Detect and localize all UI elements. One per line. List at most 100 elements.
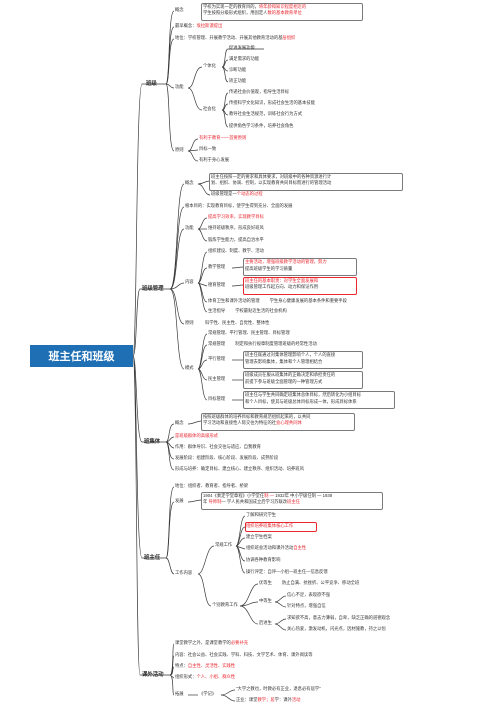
node-s3a1: 按照班级群体的培养目标和教育规范组织起来的，以共同 [203,414,311,419]
node-s2: 班级管理 [142,286,164,292]
node-s2c1: 提高学习效率，实现教学目标 [208,214,264,219]
node-s1: 班级 [146,81,157,87]
node-s1e2: 目标一致 [199,146,217,151]
node-s2f4a: 班主任与学生共同确定班集体总体目标，然后转化为小组目标 [245,392,362,397]
node-s1d1a: 促进发展功能 [229,45,255,50]
core-work-box [245,522,317,532]
root-node: 班主任和班级 [30,345,133,367]
node-s2d: 内容 [185,279,194,284]
node-s4c2c2: 关心热爱，激发动机，闪光点，因材施教，持之以恒 [287,626,386,631]
node-s4c1d: 组织班会活动和课外活动自主性 [246,545,307,550]
node-s4c: 工作内容 [175,570,193,575]
node-s1d: 功能 [175,84,184,89]
node-s2d5: 生活指导学校最贴近生活的社会机构 [208,308,287,313]
node-s1d2: 社会化 [203,106,216,111]
node-s5b: 内容：社会公益、社会实践、学科、科技、文学艺术、体育、课外阅读等 [175,652,313,657]
node-s2b: 根本目的：实现教育目标，使学生得到充分、全面的发展 [185,203,293,208]
node-s2f1: 常规管理制定和执行规章制度管理班级的经常性活动 [208,341,317,346]
node-s1d2a: 传递社会价值观，指导生活目标 [229,89,290,94]
node-s1c: 地位：学校管理、开展教学活动、开展其他教育活动的基层组织 [175,35,296,40]
democratic-management-box [243,371,363,389]
node-s2f4b: 和个人目标，使其与班级总体目标形成一体，形成目标体系 [245,399,357,404]
node-s1e: 原则 [175,147,184,152]
node-s4b: 发展 [175,498,184,503]
moral-management-box [243,277,357,295]
node-s2e1: 科学性、民主性、自觉性、整体性 [205,320,270,325]
node-s2a3: 班级管理是一个动态的过程 [211,191,263,196]
node-s4c1b: 组织培养班集体核心工作 [246,523,294,528]
history-box [201,492,383,510]
parallel-management-box [243,351,363,369]
node-s1a1: 学校为实现一定的教育目的，将年龄和知识程度相近的 [203,4,307,9]
node-s5c: 特点：自主性、灵活性、实践性 [175,663,236,668]
node-s4c2c: 后进生 [259,620,272,625]
node-s5e: 拓展 [175,691,184,696]
node-s4b2: 年 导师制— 学人民共和国成立后学习苏联改班主任 [203,499,300,504]
node-s1d2d: 提供角色学习条件，培养社会角色 [229,123,294,128]
node-s1d2c: 教导社会生活规范，训练社会行为方式 [229,111,303,116]
node-s4c1: 常规工作 [215,542,233,547]
node-s3c: 作用：群体导识、社会交往与适应、自我教育 [175,444,261,449]
node-s1e3: 有利于身心发展 [199,157,230,162]
node-s1e1: 有利于教育——首要原则 [199,135,247,140]
node-s1d2b: 传授科学文化知识，形成社会生活的基本技能 [229,100,315,105]
node-s2d2: 教学管理 [208,264,226,269]
node-s3e: 形成与培养：确定目标、建立核心、建立秩序、组织活动、培养班风 [175,466,304,471]
node-s4c1a: 了解和研究学生 [246,512,277,517]
node-s2f: 模式 [185,365,194,370]
node-s2d3: 德育管理 [208,282,226,287]
node-s4: 班主任 [144,555,161,561]
node-s2f2b: 管理去影响集体，集体和个人管理相结合 [245,359,323,364]
node-s2f0: 常规管理、平行管理、民主管理、目标管理 [208,330,290,335]
node-s2f2: 平行管理 [208,356,226,361]
node-s5: 课外活动 [142,672,164,678]
node-s2a2: 划、组织、协调、控制，以实现教育共同目标而进行的管理活动 [211,180,332,185]
node-s4c1c: 建立学生档案 [246,534,272,539]
node-s5a: 课堂教学之外，是课堂教学的必要补充 [175,640,249,645]
node-s2c3: 锻炼学生能力，提高自治水平 [208,237,264,242]
node-s2a: 概念 [185,180,194,185]
node-s2f4: 目标管理 [208,396,226,401]
node-s1a2: 学生按照分级形式组织，用固定人数的基本教育单位 [203,10,302,15]
node-s5e1b: 正业：课堂教学；居学：课外活动 [236,697,301,702]
concept-box [201,3,363,21]
node-s4c1f: 操行评定：自评—小组—班主任—信息反馈 [246,569,328,574]
node-s4c2b: 中等生 [259,598,272,603]
collective-concept-box [201,413,355,431]
teaching-management-box [243,258,357,276]
node-s4c2b1: 信心不足，表现欲不强 [287,592,330,597]
node-s4c2: 个别教育工作 [212,602,238,607]
node-s4c2c1: 求知欲不高，意志力薄弱，自卑，缺乏正确的道德观念 [287,615,391,620]
node-s4b1: 1904《奏定学堂章程》小学堂任制 — 1932年 中小学级任制 — 1938 [203,493,333,498]
goal-management-box [243,391,395,409]
node-s1d1: 个体化 [203,63,216,68]
node-s3b: 是班级群体的高级形式 [175,433,218,438]
node-s2e: 原则 [185,320,194,325]
node-s4c2b2: 针对特点，增强自信 [287,603,326,608]
node-s2d3b: 班级管理工作起方向、动力和保证作用 [245,284,319,289]
node-s2f3a: 班级成员在服从班集体的正确决定和承担责任的 [245,372,336,377]
node-s2d2b: 提高班级学生的学习质量 [245,266,293,271]
node-s2f2a: 班主任既通过对集体管理影响个人，个人的直接 [245,352,336,357]
node-s3: 班集体 [144,439,161,445]
node-s2d1: 组织建设、制度、教学、活动 [208,248,264,253]
node-s2d3a: 班主任的基本职责：对学生全面发展和 [245,278,319,283]
node-s1a: 概念 [175,7,184,12]
node-s1d1c: 诊断功能 [229,67,247,72]
node-s2d2a: 主要活动，增强班级教学活动的管理，努力 [245,259,327,264]
node-s5e1: 《学记》 [199,691,217,696]
node-s5e1a: "大学之教也，时教必有正业，退息必有居学" [236,686,321,691]
node-s2f3: 民主管理 [208,376,226,381]
node-s2f3b: 前提下参与班级全面管理的一种管理方式 [245,379,323,384]
node-s5d: 组织形式：个人、小组、群众性 [175,674,236,679]
management-concept-box [209,173,403,191]
node-s1d1b: 满足需求的功能 [229,56,260,61]
node-s4c1e: 协调各种教育影响 [246,557,281,562]
node-s3a: 概念 [175,420,184,425]
node-s2d4: 体育卫生和课外活动的管理学生身心健康发展的基本条件和重要手段 [208,298,347,303]
node-s4c2a: 优等生防止自满、抗挫折、公平竞争、移动全班 [259,580,360,585]
node-s3d: 发展阶段：组建阶段、核心阶段、发展阶段、成熟阶段 [175,455,279,460]
node-s2c: 功能 [185,225,194,230]
node-s1b: 最早概念：埃拉斯谟提出 [175,23,223,28]
